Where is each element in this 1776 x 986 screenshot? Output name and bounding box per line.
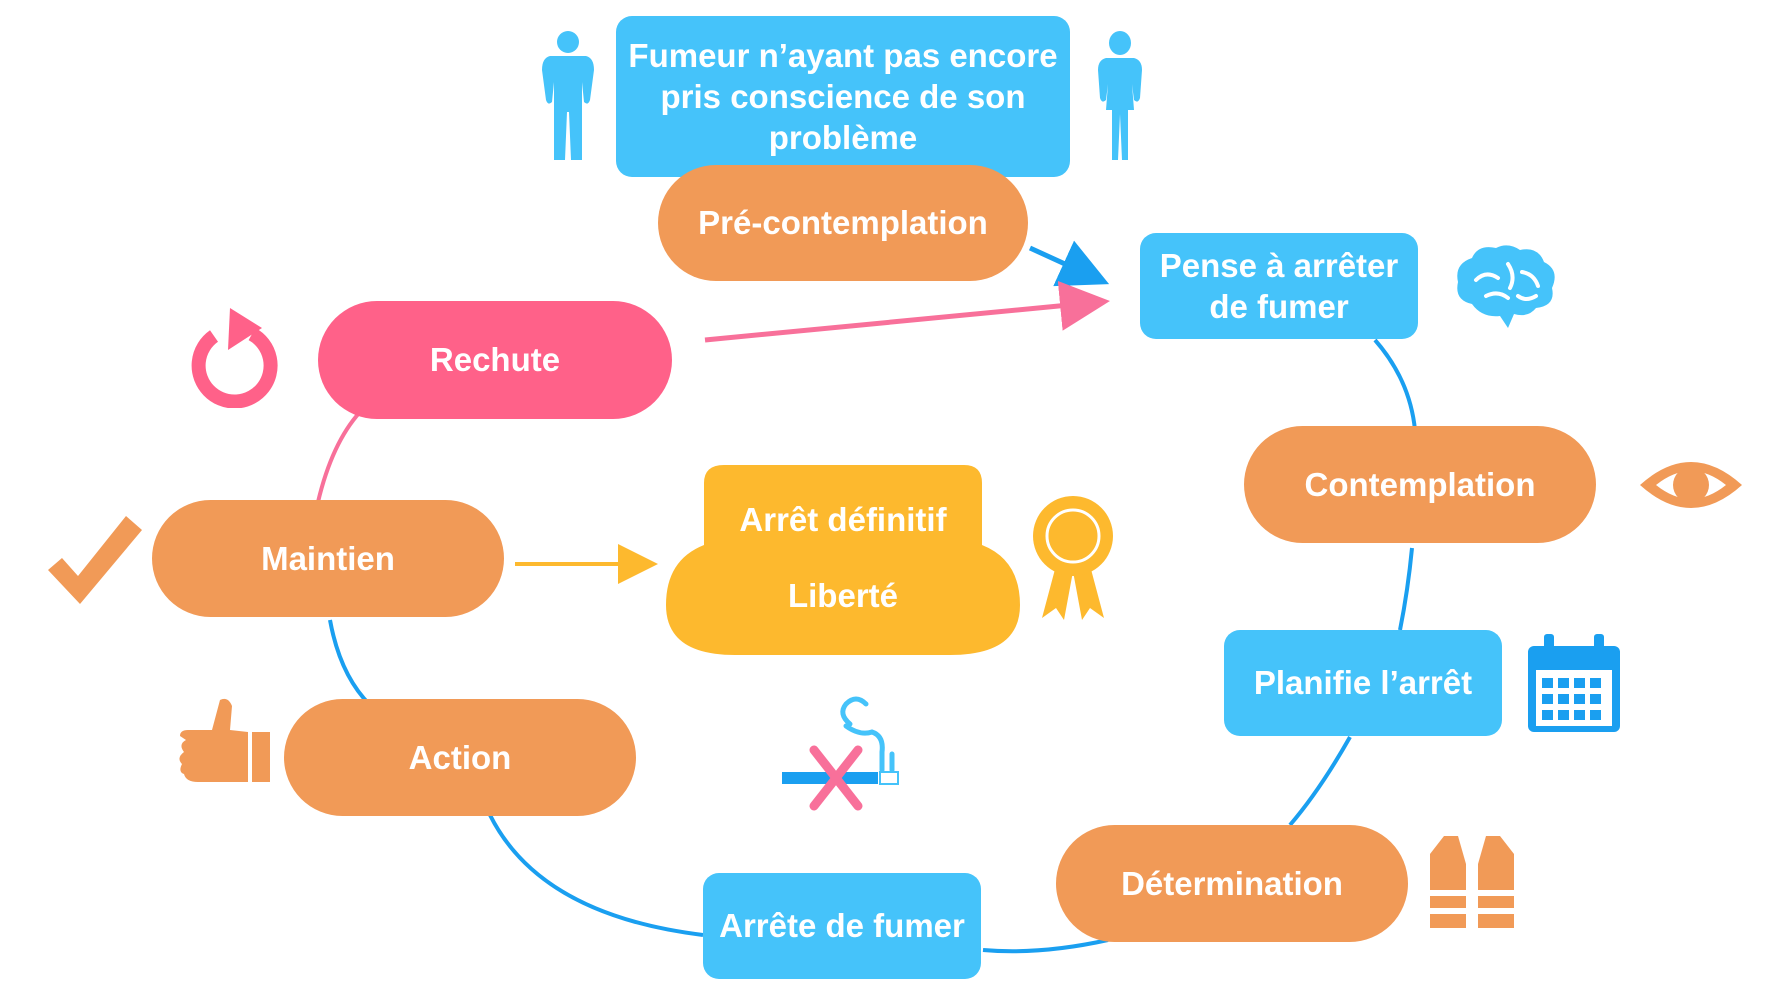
precontemplation-label: Pré-contemplation <box>698 204 988 242</box>
connector-determination-stops <box>982 938 1109 954</box>
award-ribbon-icon <box>1033 496 1113 620</box>
thinks-quit-label: Pense à arrêter de fumer <box>1159 246 1399 325</box>
smoker-unaware-label: Fumeur n’ayant pas encore pris conscienc… <box>628 36 1058 157</box>
goal-line1-label: Arrêt définitif <box>739 501 947 539</box>
refresh-icon <box>191 308 278 408</box>
plans-quit-label: Planifie l’arrêt <box>1253 664 1473 702</box>
goal-line1: Arrêt définitif <box>704 490 982 550</box>
stage-contemplation: Contemplation <box>1244 426 1596 543</box>
brain-icon <box>1457 245 1555 328</box>
contemplation-label: Contemplation <box>1304 465 1536 503</box>
connector-action-maintenance <box>328 619 372 707</box>
calendar-icon <box>1528 634 1620 732</box>
goal-line2: Liberté <box>704 566 982 626</box>
connector-thinks-contemplation <box>1373 338 1417 431</box>
stage-precontemplation: Pré-contemplation <box>658 165 1028 281</box>
smoker-unaware-box: Fumeur n’ayant pas encore pris conscienc… <box>616 16 1070 177</box>
thinks-quit-box: Pense à arrêter de fumer <box>1140 233 1418 339</box>
man-silhouette-icon <box>542 31 594 160</box>
eye-icon <box>1640 462 1742 508</box>
stage-relapse: Rechute <box>318 301 672 419</box>
connector-stops-action <box>488 814 704 937</box>
arrow-precontemplation-thinks <box>1028 240 1110 287</box>
relapse-label: Rechute <box>429 341 561 379</box>
action-label: Action <box>408 738 512 776</box>
connector-plans-determination <box>1288 736 1352 827</box>
determination-label: Détermination <box>1121 864 1343 902</box>
stage-determination: Détermination <box>1056 825 1408 942</box>
stage-action: Action <box>284 699 636 816</box>
connector-contemplation-plans <box>1398 547 1414 631</box>
no-smoking-icon <box>782 696 899 811</box>
plans-quit-box: Planifie l’arrêt <box>1224 630 1502 736</box>
maintenance-label: Maintien <box>261 539 395 577</box>
stage-maintenance: Maintien <box>152 500 504 617</box>
connector-maintenance-relapse <box>316 410 362 503</box>
checkmark-icon <box>48 516 142 604</box>
stops-smoking-box: Arrête de fumer <box>703 873 981 979</box>
goal-line2-label: Liberté <box>787 577 899 615</box>
woman-silhouette-icon <box>1098 31 1142 160</box>
thumbs-up-icon <box>179 698 270 782</box>
arrow-relapse-thinks <box>704 280 1110 343</box>
life-vest-icon <box>1430 836 1514 928</box>
stops-smoking-label: Arrête de fumer <box>719 907 965 945</box>
